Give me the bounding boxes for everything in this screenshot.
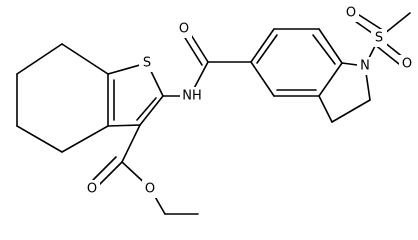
bond: [90, 156, 117, 183]
bond: [312, 34, 336, 65]
bond: [107, 124, 141, 127]
label-layer: S NH O N S O O O: [84, 4, 415, 198]
bond: [121, 124, 141, 163]
bond: [373, 43, 400, 65]
bond: [95, 161, 123, 189]
atom-sulfonyl-oxygen-top: O: [343, 4, 359, 22]
atom-label: O: [402, 57, 412, 72]
bond: [250, 61, 275, 97]
atom-sulfonyl-sulfur: S: [371, 29, 387, 47]
bond: [61, 43, 109, 75]
atom-label: O: [145, 182, 155, 197]
bond: [318, 28, 343, 64]
atom-label: O: [179, 22, 189, 37]
atom-amide-nitrogen: NH: [180, 87, 204, 105]
atom-label: O: [87, 182, 97, 197]
structure-canvas: S NH O N S O O O: [16, 4, 415, 215]
atom-sulfonyl-oxygen-bottom: O: [399, 55, 415, 73]
molecule-drawing: S NH O N S O O O: [16, 4, 415, 215]
bond: [318, 95, 333, 123]
atom-sulfur-thiophene: S: [139, 54, 155, 72]
bond: [355, 12, 385, 32]
bond: [181, 32, 203, 66]
bond: [16, 43, 63, 75]
atom-label: S: [375, 31, 383, 46]
atom-amide-oxygen: O: [176, 20, 192, 38]
atom-ester-carbonyl-oxygen: O: [84, 180, 100, 198]
bond: [16, 125, 63, 153]
atom-label: NH: [182, 89, 202, 104]
bond: [250, 28, 275, 63]
bond: [61, 125, 109, 153]
bond: [136, 97, 157, 121]
atom-ester-ether-oxygen: O: [142, 180, 158, 198]
bond: [331, 99, 371, 123]
atom-indoline-nitrogen: N: [357, 57, 373, 75]
bond: [256, 34, 278, 64]
bond-layer: [16, 12, 411, 215]
bond: [139, 95, 164, 126]
bond: [318, 62, 343, 97]
atom-label: N: [360, 59, 370, 74]
atom-label: O: [346, 6, 356, 21]
atom-label: S: [143, 56, 151, 71]
